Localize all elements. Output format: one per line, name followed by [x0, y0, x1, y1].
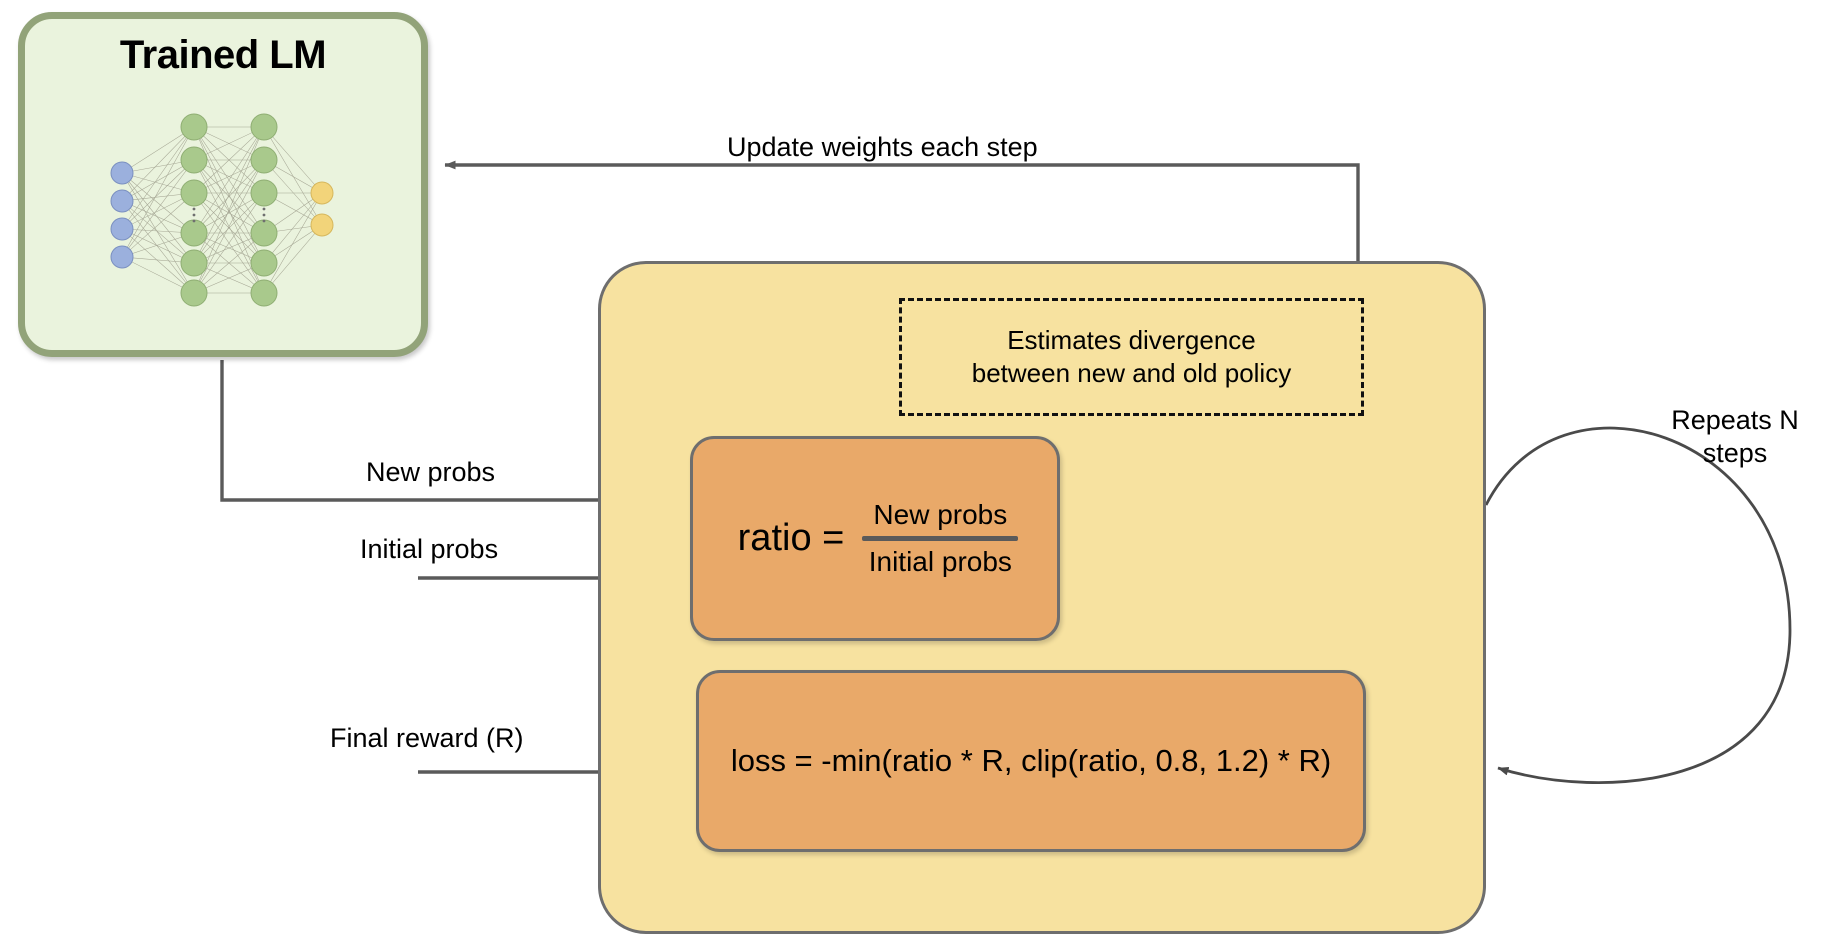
ratio-fraction: New probs Initial probs	[862, 497, 1019, 580]
label-final-reward: Final reward (R)	[330, 723, 524, 753]
trained-lm-card: Trained LM	[18, 12, 428, 357]
ratio-lhs-label: ratio =	[737, 517, 845, 559]
divergence-note: Estimates divergence between new and old…	[899, 298, 1364, 416]
page-title: Trained LM	[119, 33, 327, 77]
label-initial-probs: Initial probs	[360, 534, 499, 564]
neural-network-illustration	[98, 97, 348, 317]
ratio-box: ratio = New probs Initial probs	[690, 436, 1060, 641]
ratio-denominator: Initial probs	[868, 546, 1012, 577]
divergence-note-line1: Estimates divergence	[1007, 324, 1256, 355]
label-new-probs: New probs	[366, 457, 496, 487]
loss-equation: loss = -min(ratio * R, clip(ratio, 0.8, …	[730, 743, 1332, 778]
label-update-weights: Update weights each step	[727, 132, 1038, 162]
edge-repeat-loop	[1484, 426, 1792, 785]
neural-network-icon	[110, 113, 334, 307]
divergence-note-line2: between new and old policy	[971, 358, 1292, 388]
label-repeats-n-steps: Repeats N steps	[1671, 405, 1799, 468]
fraction-bar	[862, 536, 1019, 541]
loss-box: loss = -min(ratio * R, clip(ratio, 0.8, …	[696, 670, 1366, 852]
ratio-numerator: New probs	[873, 499, 1008, 530]
